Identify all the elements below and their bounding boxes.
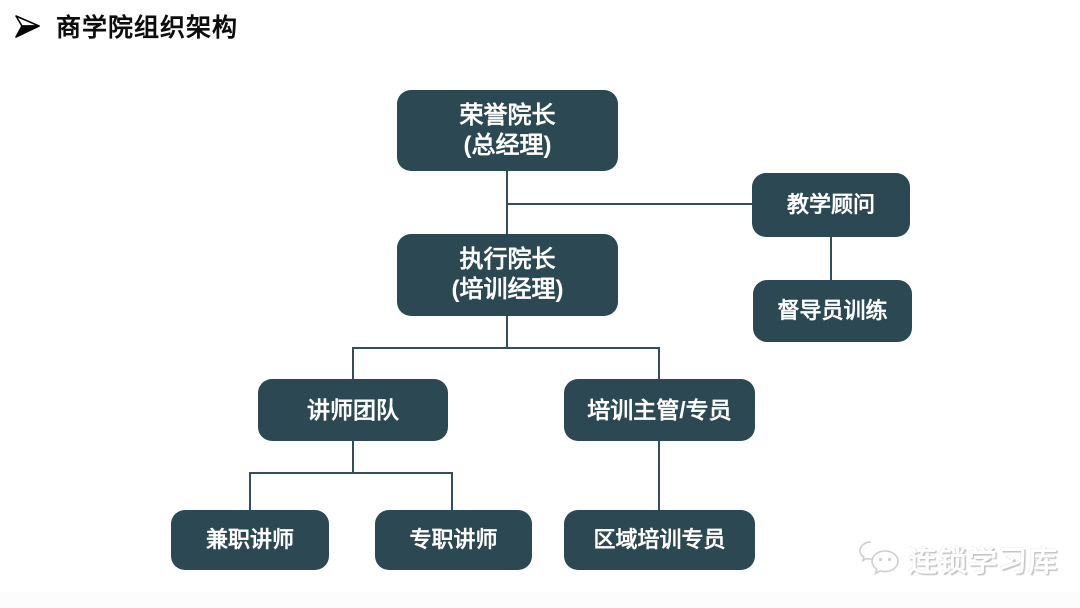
connector-tier3-horizontal xyxy=(352,347,660,349)
connector-drop-part-time-lecturer xyxy=(249,472,251,510)
org-node-label: 兼职讲师 xyxy=(205,527,294,553)
slide-header: 商学院组织架构 xyxy=(12,8,238,44)
org-node-executive-dean: 执行院长 (培训经理) xyxy=(397,234,618,316)
org-node-label: 培训主管/专员 xyxy=(587,396,732,423)
org-node-part-time-lecturer: 兼职讲师 xyxy=(171,510,329,570)
connector-drop-full-time-lecturer xyxy=(451,472,453,510)
org-node-honorary-dean: 荣誉院长 (总经理) xyxy=(397,90,618,171)
wechat-chat-bubbles-icon xyxy=(859,541,899,575)
org-node-label: 讲师团队 xyxy=(307,396,399,423)
org-node-subtitle: (培训经理) xyxy=(451,276,564,303)
bottom-strip xyxy=(0,592,1080,608)
org-node-label: 专职讲师 xyxy=(409,527,498,553)
watermark-text: 连锁学习库 xyxy=(908,546,1059,578)
connector-executive-down-stub xyxy=(506,316,508,348)
connector-trunk-to-teaching-advisor xyxy=(506,203,752,205)
connector-drop-lecturer-team xyxy=(352,347,354,379)
org-node-label: 教学顾问 xyxy=(786,192,875,218)
org-node-subtitle: (总经理) xyxy=(463,131,552,159)
org-node-teaching-advisor: 教学顾问 xyxy=(752,173,910,237)
arrowhead-bullet-icon xyxy=(15,15,40,38)
connector-training-supervisor-to-regional xyxy=(658,441,660,510)
connector-lecturer-team-down-stub xyxy=(352,441,354,473)
org-node-label: 区域培训专员 xyxy=(593,527,726,553)
org-node-full-time-lecturer: 专职讲师 xyxy=(375,510,532,570)
org-node-training-supervisor: 培训主管/专员 xyxy=(564,379,755,441)
org-node-supervisor-training: 督导员训练 xyxy=(753,280,912,342)
org-node-label: 督导员训练 xyxy=(777,298,888,324)
connector-honorary-to-executive xyxy=(506,171,508,234)
watermark: 连锁学习库 xyxy=(856,538,1058,580)
connector-drop-training-supervisor xyxy=(658,347,660,379)
connector-teaching-to-supervisor-training xyxy=(830,237,832,280)
org-node-lecturer-team: 讲师团队 xyxy=(258,379,448,441)
org-node-title: 荣誉院长 xyxy=(459,101,556,129)
org-node-regional-training-specialist: 区域培训专员 xyxy=(564,510,755,570)
org-node-title: 执行院长 xyxy=(459,246,556,273)
page-title: 商学院组织架构 xyxy=(56,14,239,42)
connector-tier4-horizontal xyxy=(249,472,453,474)
